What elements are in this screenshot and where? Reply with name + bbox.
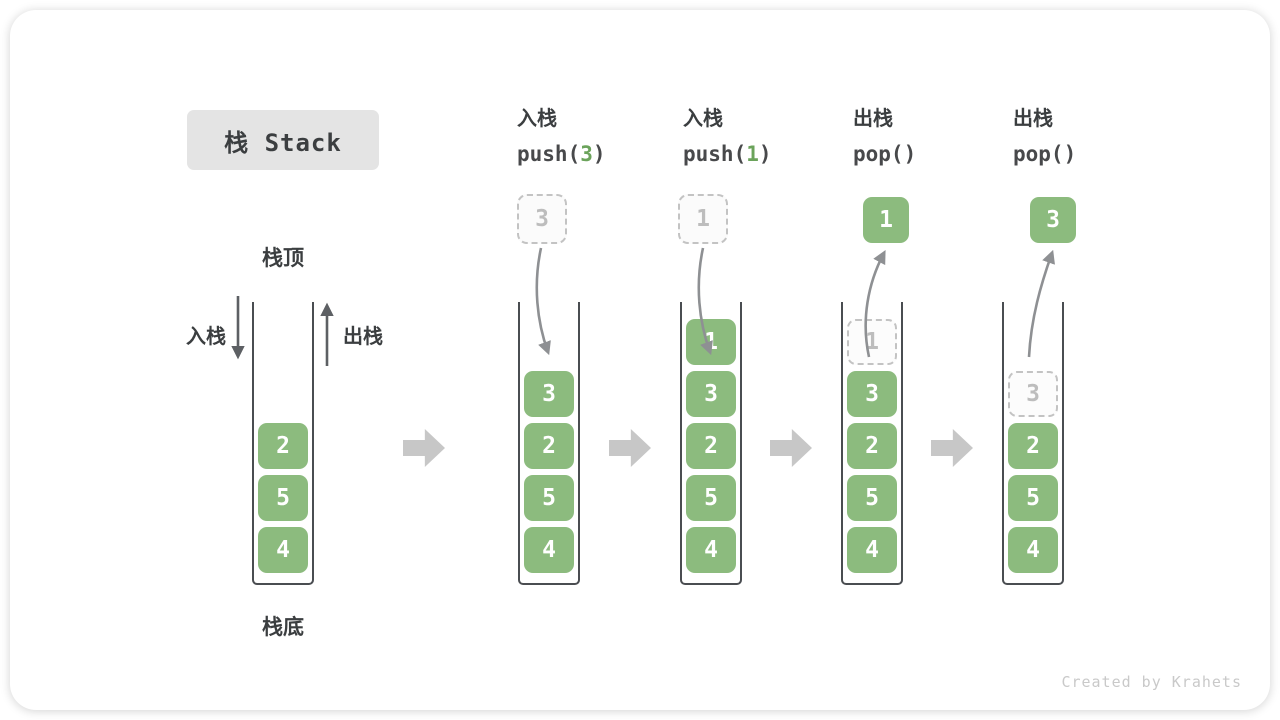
op-header-push1: 入栈 push(1) — [683, 106, 843, 167]
step-arrow-icon — [931, 429, 973, 467]
stack-block: 1 — [686, 319, 736, 365]
pop-direction-label: 出栈 — [343, 326, 383, 348]
diagram-title-text: 栈 Stack — [224, 128, 342, 157]
op-call: pop() — [853, 142, 917, 166]
stack-block: 3 — [686, 371, 736, 417]
stack-block: 5 — [847, 475, 897, 521]
incoming-value-box: 1 — [678, 194, 728, 244]
op-name: 入栈 — [683, 108, 723, 130]
stack-block: 5 — [258, 475, 308, 521]
op-call-arg: 3 — [580, 142, 593, 166]
op-call: pop() — [1013, 142, 1077, 166]
push-direction-label: 入栈 — [186, 326, 226, 348]
stack-block: 4 — [524, 527, 574, 573]
stack-bottom-label: 栈底 — [262, 616, 304, 639]
stack-block: 3 — [524, 371, 574, 417]
stack-block: 4 — [1008, 527, 1058, 573]
stack-block: 5 — [686, 475, 736, 521]
op-header-pop2: 出栈 pop() — [1013, 106, 1173, 167]
stack-block: 2 — [1008, 423, 1058, 469]
stack-top-label: 栈顶 — [262, 247, 304, 270]
op-name: 出栈 — [1013, 108, 1053, 130]
incoming-value-box: 3 — [517, 194, 567, 244]
popped-value-badge: 1 — [863, 197, 909, 243]
op-name: 出栈 — [853, 108, 893, 130]
step-arrow-icon — [403, 429, 445, 467]
stack-block: 4 — [847, 527, 897, 573]
stack-block: 2 — [524, 423, 574, 469]
ghost-slot: 1 — [847, 319, 897, 365]
stack-block: 4 — [258, 527, 308, 573]
op-call-arg: 1 — [746, 142, 759, 166]
step-arrow-icon — [770, 429, 812, 467]
diagram-title: 栈 Stack — [187, 110, 379, 170]
op-header-push3: 入栈 push(3) — [517, 106, 677, 167]
watermark: Created by Krahets — [1061, 673, 1242, 691]
popped-value-badge: 3 — [1030, 197, 1076, 243]
op-header-pop1: 出栈 pop() — [853, 106, 1013, 167]
stack-block: 2 — [847, 423, 897, 469]
stack-block: 5 — [524, 475, 574, 521]
ghost-slot: 3 — [1008, 371, 1058, 417]
stack-block: 2 — [258, 423, 308, 469]
stack-block: 5 — [1008, 475, 1058, 521]
stack-block: 2 — [686, 423, 736, 469]
step-arrow-icon — [609, 429, 651, 467]
op-call: push(1) — [683, 142, 772, 166]
stack-block: 3 — [847, 371, 897, 417]
op-name: 入栈 — [517, 108, 557, 130]
stack-block: 4 — [686, 527, 736, 573]
op-call: push(3) — [517, 142, 606, 166]
